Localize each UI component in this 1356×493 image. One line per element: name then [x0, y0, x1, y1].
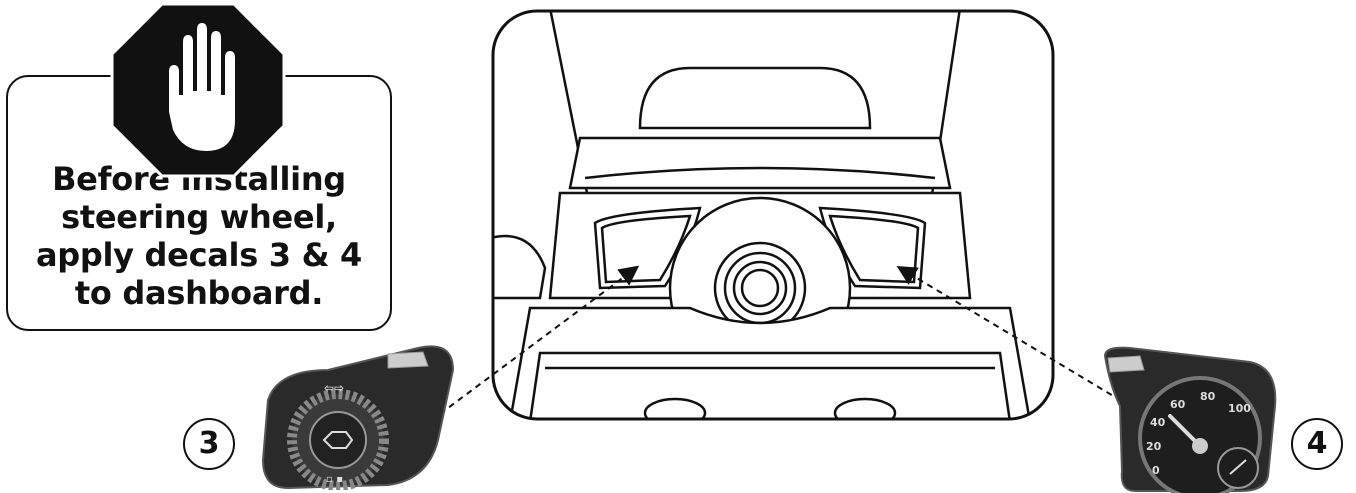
leader-line-4	[896, 265, 1141, 413]
svg-text:▫ ▪: ▫ ▪	[326, 474, 343, 485]
decal-number-4: 4	[1291, 418, 1343, 470]
decal-3: ⇦⇨ ▫ ▪	[261, 345, 455, 490]
gauge-label: 100	[1228, 402, 1251, 415]
gauge-label: 0	[1152, 464, 1160, 477]
dashboard-illustration	[491, 9, 1055, 421]
decal-number-3: 3	[183, 418, 235, 470]
instruction-line: apply decals 3 & 4	[35, 236, 363, 274]
gauge-label: 40	[1150, 416, 1166, 429]
instruction-line: to dashboard.	[74, 274, 324, 312]
stop-hand-icon	[110, 2, 286, 178]
gauge-label: 20	[1146, 440, 1162, 453]
instruction-line: steering wheel,	[61, 198, 337, 236]
gauge-label: 80	[1200, 390, 1216, 403]
speedometer-gauge: 0 20 40 60 80 100	[1146, 390, 1251, 477]
svg-text:⇦⇨: ⇦⇨	[324, 381, 344, 395]
gauge-label: 60	[1170, 398, 1186, 411]
decal-4: 0 20 40 60 80 100	[1103, 346, 1277, 493]
